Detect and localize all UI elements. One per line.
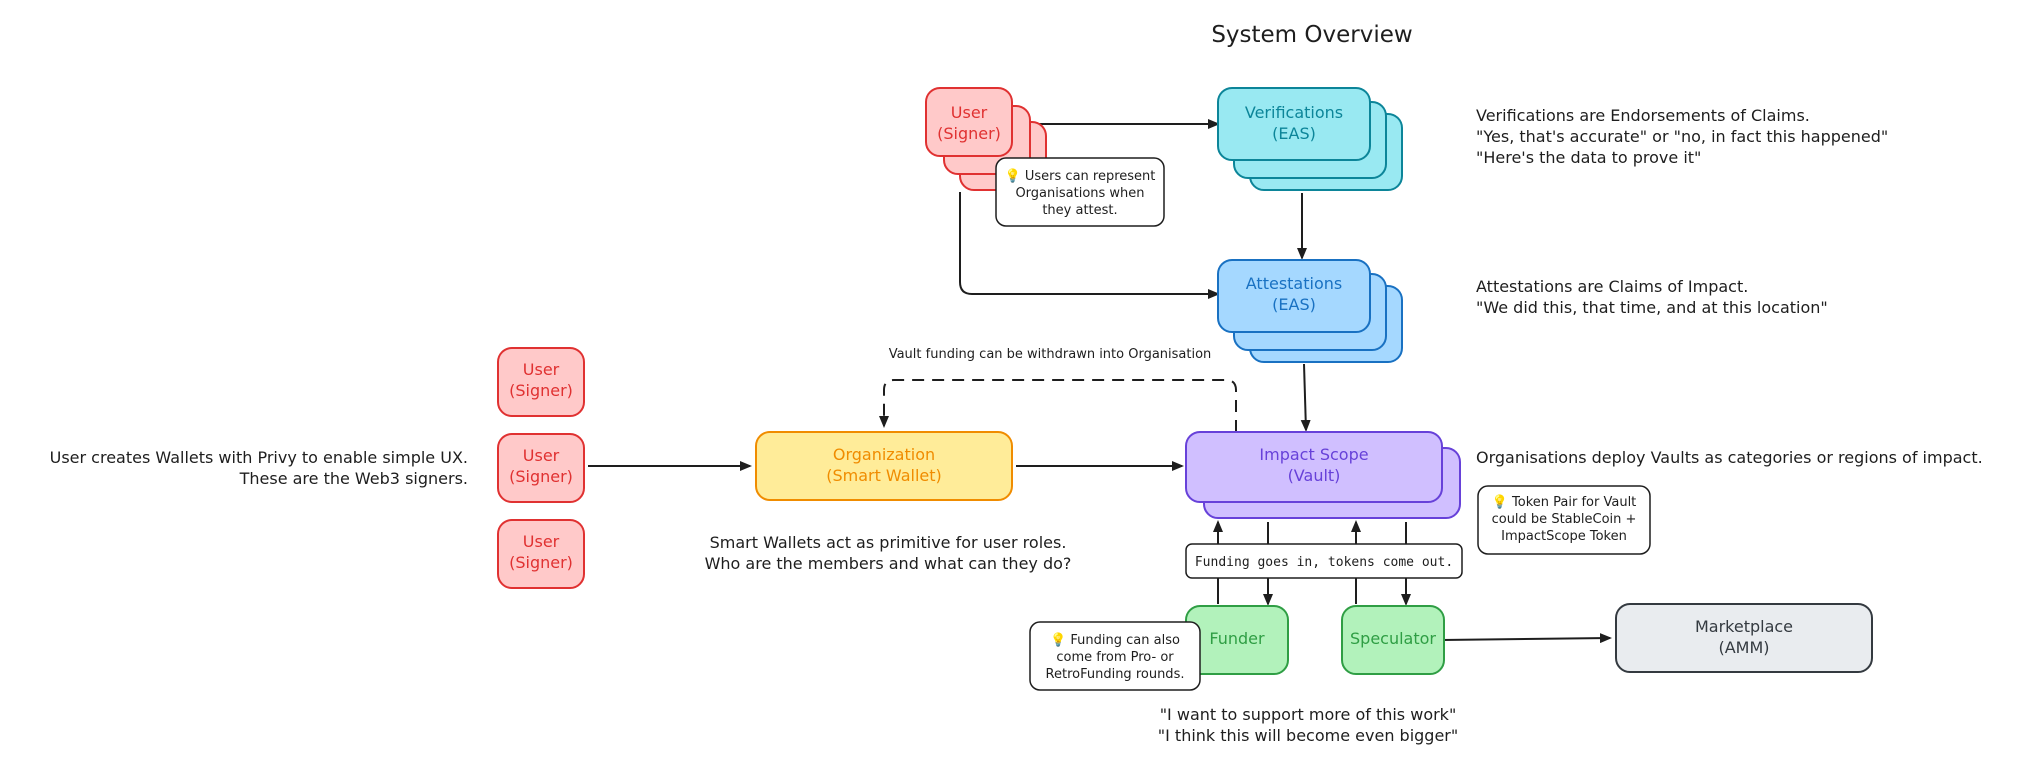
funding-box-label: Funding goes in, tokens come out. [1195,555,1453,570]
organization-node[interactable]: Organization (Smart Wallet) [755,431,1013,501]
speculator-label: Speculator [1350,629,1436,648]
funder-label: Funder [1209,629,1265,648]
arrow-user-to-attestations [959,192,1220,299]
user-left-2-label: User [523,446,560,465]
org-roles-line2: Who are the members and what can they do… [705,554,1072,573]
funding-box: Funding goes in, tokens come out. [1185,543,1463,579]
organization-sublabel: (Smart Wallet) [826,466,942,485]
user-left-3-label: User [523,532,560,551]
note-funding-line2: come from Pro- or [1056,650,1174,665]
note-users-represent-line3: they attest. [1042,203,1117,218]
organization-label: Organization [833,445,935,464]
note-funding-line3: RetroFunding rounds. [1046,667,1185,682]
attestations-node[interactable] [1217,259,1403,363]
attestations-desc-line1: Attestations are Claims of Impact. [1476,277,1748,296]
attestations-label: Attestations [1246,274,1342,293]
verifications-desc-line3: "Here's the data to prove it" [1476,148,1701,167]
note-token-line1: 💡 Token Pair for Vault [1492,494,1637,510]
note-users-represent-line1: 💡 Users can represent [1005,168,1156,184]
attestations-desc-line2: "We did this, that time, and at this loc… [1476,298,1828,317]
note-funding-from: 💡 Funding can also come from Pro- or Ret… [1029,621,1201,691]
verifications-node[interactable] [1217,87,1403,191]
marketplace-sublabel: (AMM) [1718,638,1769,657]
user-signer-left-2[interactable]: User (Signer) [497,433,585,503]
quote-line1: "I want to support more of this work" [1160,705,1457,724]
user-left-1-sublabel: (Signer) [509,381,573,400]
vault-withdraw-label: Vault funding can be withdrawn into Orga… [889,347,1212,362]
user-left-1-label: User [523,360,560,379]
verifications-desc-line2: "Yes, that's accurate" or "no, in fact t… [1476,127,1888,146]
arrow-attestations-to-impact-scope [1300,363,1311,432]
note-token-line3: ImpactScope Token [1501,529,1627,544]
user-signer-left-3[interactable]: User (Signer) [497,519,585,589]
verifications-label: Verifications [1245,103,1343,122]
note-token-line2: could be StableCoin + [1492,512,1637,527]
user-left-2-sublabel: (Signer) [509,467,573,486]
verifications-desc-line1: Verifications are Endorsements of Claims… [1476,106,1810,125]
vault-desc: Organisations deploy Vaults as categorie… [1476,448,1983,467]
org-roles-line1: Smart Wallets act as primitive for user … [710,533,1067,552]
diagram-title: System Overview [1211,22,1412,48]
connectors [588,119,1612,644]
user-signer-left-1[interactable]: User (Signer) [497,347,585,417]
note-token-pair: 💡 Token Pair for Vault could be StableCo… [1477,485,1651,555]
user-left-3-sublabel: (Signer) [509,553,573,572]
speculator-node[interactable]: Speculator [1341,605,1445,675]
verifications-sublabel: (EAS) [1272,124,1316,143]
user-top-label: User [951,103,988,122]
funder-node[interactable]: Funder [1185,605,1289,675]
arrow-speculator-to-marketplace [1441,633,1612,644]
impact-scope-node[interactable] [1185,431,1461,519]
attestations-sublabel: (EAS) [1272,295,1316,314]
note-users-represent [995,157,1165,227]
marketplace-label: Marketplace [1695,617,1793,636]
note-users-represent-line2: Organisations when [1015,186,1144,201]
note-funding-line1: 💡 Funding can also [1050,632,1180,648]
impact-scope-label: Impact Scope [1259,445,1368,464]
impact-scope-sublabel: (Vault) [1288,466,1341,485]
marketplace-node[interactable]: Marketplace (AMM) [1615,603,1873,673]
user-wallets-line1: User creates Wallets with Privy to enabl… [50,448,468,467]
arrow-vault-to-organization-dashed [879,379,1237,432]
user-wallets-line2: These are the Web3 signers. [239,469,468,488]
quote-line2: "I think this will become even bigger" [1158,726,1458,745]
user-top-sublabel: (Signer) [937,124,1001,143]
